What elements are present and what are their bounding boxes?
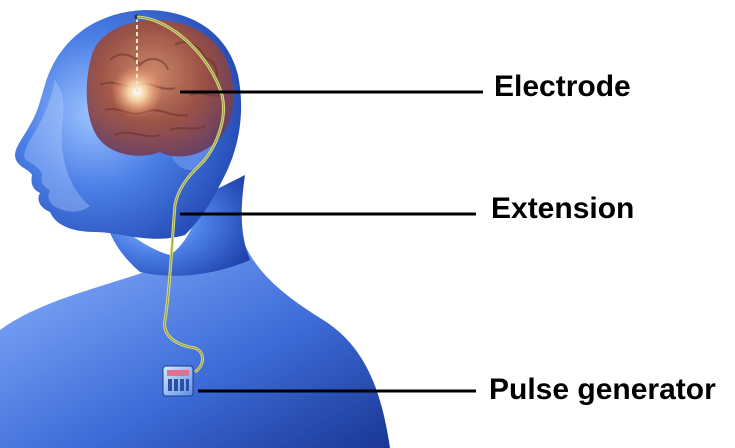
pulse-generator-device bbox=[163, 366, 193, 396]
extension-label: Extension bbox=[491, 192, 634, 226]
electrode-label: Electrode bbox=[494, 70, 631, 104]
pulse-generator-label: Pulse generator bbox=[489, 373, 716, 407]
